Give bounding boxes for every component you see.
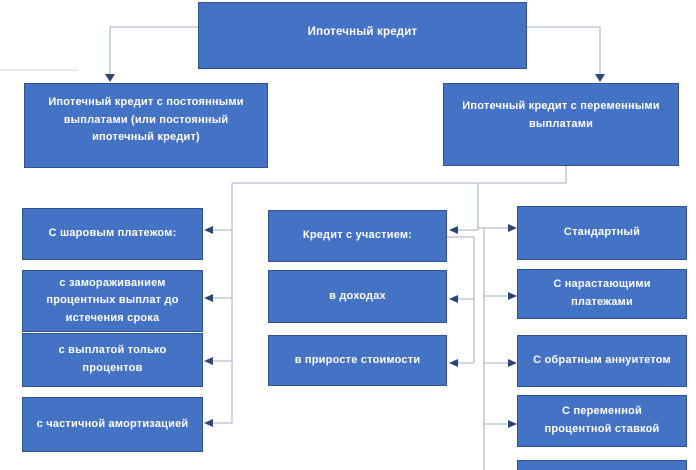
node-cutoff-bottom	[517, 460, 687, 470]
arrowhead-left-icon	[449, 359, 458, 367]
node-variable-payment-mortgage: Ипотечный кредит с переменными выплатами	[443, 83, 679, 166]
arrowhead-left-icon	[204, 419, 213, 427]
arrowhead-down-icon	[105, 74, 115, 82]
node-participation-in-income: в доходах	[268, 270, 447, 323]
arrowhead-right-icon	[508, 224, 517, 232]
node-participation-credit: Кредит с участием:	[268, 210, 447, 262]
arrowhead-left-icon	[449, 295, 458, 303]
node-standard: Стандартный	[517, 206, 687, 260]
node-increasing-payments: С нарастающими платежами	[517, 269, 687, 319]
node-variable-interest-rate: С переменной процентной ставкой	[517, 395, 687, 447]
connector-participation-subtree	[447, 236, 475, 367]
arrowhead-right-icon	[508, 420, 517, 428]
connector-right-column	[478, 224, 517, 470]
connector-root-to-fixed	[105, 26, 198, 82]
node-interest-only: с выплатой только процентов	[22, 333, 203, 387]
connector-variable-rail	[232, 166, 567, 184]
arrowhead-left-icon	[204, 357, 213, 365]
connector-center-drop	[449, 183, 479, 234]
connector-root-to-variable	[527, 26, 605, 82]
node-reverse-annuity: С обратным аннуитетом	[517, 335, 687, 387]
node-fixed-payment-mortgage: Ипотечный кредит с постоянными выплатами…	[24, 83, 268, 168]
arrowhead-right-icon	[508, 359, 517, 367]
arrowhead-down-icon	[595, 74, 605, 82]
arrowhead-left-icon	[204, 294, 213, 302]
arrowhead-left-icon	[204, 226, 213, 234]
arrowhead-left-icon	[449, 226, 458, 234]
node-mortgage-credit: Ипотечный кредит	[198, 2, 527, 69]
connector-left-column	[204, 183, 233, 427]
node-participation-in-value-growth: в приросте стоимости	[268, 335, 447, 386]
arrowhead-right-icon	[508, 292, 517, 300]
node-frozen-interest-payments: с замораживанием процентных выплат до ис…	[22, 270, 203, 332]
node-balloon-payment: С шаровым платежом:	[22, 208, 203, 260]
node-partial-amortization: с частичной амортизацией	[22, 397, 203, 452]
